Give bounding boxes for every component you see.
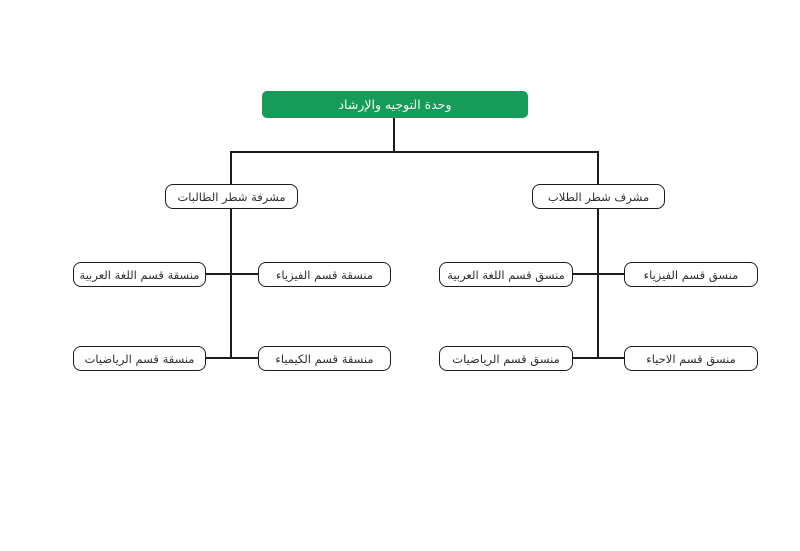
org-node-right-math-coordinator: منسق قسم الرياضيات [439, 346, 573, 371]
org-node-left-supervisor: مشرفة شطر الطالبات [165, 184, 298, 209]
connector-left-branch-drop [230, 151, 232, 184]
connector-right-row2 [573, 357, 624, 359]
connector-right-trunk [597, 209, 599, 359]
connector-root-stem [393, 117, 395, 152]
org-node-right-supervisor: مشرف شطر الطلاب [532, 184, 665, 209]
connector-branch-span [230, 151, 599, 153]
connector-left-row2 [206, 357, 258, 359]
connector-left-trunk [230, 209, 232, 359]
org-node-right-biology-coordinator: منسق قسم الاحياء [624, 346, 758, 371]
connector-right-row1 [573, 273, 624, 275]
connector-left-row1 [206, 273, 258, 275]
org-node-left-arabic-coordinator: منسقة قسم اللغة العربية [73, 262, 206, 287]
org-node-left-chemistry-coordinator: منسقة قسم الكيمياء [258, 346, 391, 371]
org-node-left-physics-coordinator: منسقة قسم الفيزياء [258, 262, 391, 287]
org-node-right-arabic-coordinator: منسق قسم اللغة العربية [439, 262, 573, 287]
connector-right-branch-drop [597, 151, 599, 184]
org-node-right-physics-coordinator: منسق قسم الفيزياء [624, 262, 758, 287]
org-node-left-math-coordinator: منسقة قسم الرياضيات [73, 346, 206, 371]
org-node-root: وحدة التوجيه والإرشاد [262, 91, 528, 118]
